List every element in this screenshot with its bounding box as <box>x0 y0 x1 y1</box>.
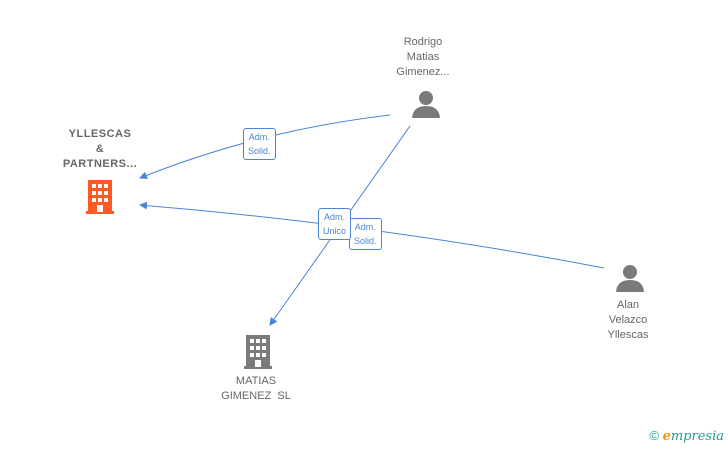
company-label-yllescas[interactable]: YLLESCAS & PARTNERS... <box>50 127 150 172</box>
label-line: Gimenez... <box>396 66 450 78</box>
label-line: Alan <box>616 299 640 311</box>
edge-label-line: Unico <box>323 226 347 236</box>
person-icon[interactable] <box>412 91 440 118</box>
company-label-matias[interactable]: MATIAS GIMENEZ SL <box>206 374 306 404</box>
edge-label-line: Solid. <box>354 236 377 246</box>
brand-initial: e <box>662 429 671 444</box>
label-line: & <box>95 143 105 155</box>
person-icon[interactable] <box>616 265 644 292</box>
edge-label-line: Solid. <box>248 146 271 156</box>
label-line: Yllescas <box>607 329 649 341</box>
building-icon[interactable] <box>86 180 114 214</box>
empresia-logo[interactable]: © empresia <box>649 428 724 444</box>
label-line: MATIAS <box>235 375 277 387</box>
edge-label-adm-solid[interactable]: Adm. Solid. <box>349 218 382 250</box>
edge-label-adm-solid[interactable]: Adm. Solid. <box>243 128 276 160</box>
label-line: Matias <box>406 51 440 63</box>
edge-label-line: Adm. <box>324 212 346 222</box>
label-line: Rodrigo <box>403 36 443 48</box>
edge-label-line: Adm. <box>354 222 376 232</box>
brand-name: mpresia <box>670 429 724 444</box>
edge-label-line: Adm. <box>248 132 270 142</box>
copyright-symbol: © <box>649 428 659 443</box>
label-line: Velazco <box>608 314 648 326</box>
label-line: PARTNERS... <box>62 158 138 170</box>
label-line: YLLESCAS <box>68 128 132 140</box>
label-line: GIMENEZ SL <box>221 390 291 402</box>
building-icon[interactable] <box>244 335 272 369</box>
person-label-alan[interactable]: Alan Velazco Yllescas <box>580 298 676 343</box>
edge-label-adm-unico[interactable]: Adm. Unico <box>318 208 352 240</box>
person-label-rodrigo[interactable]: Rodrigo Matias Gimenez... <box>373 35 473 80</box>
